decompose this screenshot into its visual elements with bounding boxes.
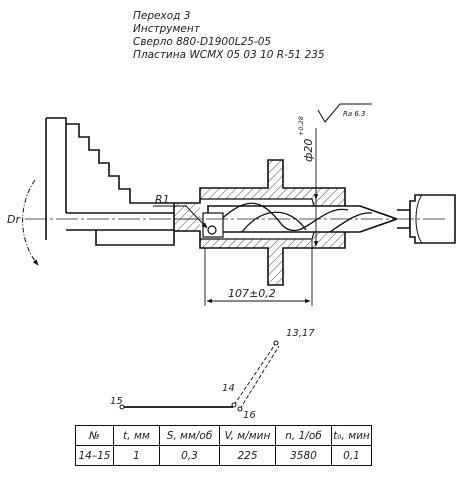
diameter-label: ф20	[302, 139, 315, 162]
path-point-15	[119, 404, 125, 410]
table-cell: 1	[113, 445, 160, 466]
rotation-label: Dr	[7, 213, 21, 226]
tool-title: Инструмент	[133, 23, 200, 35]
path-point-16	[237, 406, 243, 412]
header-cell: t₀, мин	[331, 425, 372, 446]
path-point-14	[231, 402, 237, 408]
table-cell: 0,1	[331, 445, 372, 466]
header-cell: S, мм/об	[159, 425, 220, 446]
point-label-13-17: 13,17	[286, 328, 315, 339]
roughness-label: Ra 6.3	[343, 110, 366, 118]
table-cell: 0,3	[159, 445, 220, 466]
point-label-15: 15	[110, 396, 123, 407]
tool-path-diagram: 13,17 14 15 16	[110, 328, 315, 421]
radius-leader	[153, 205, 208, 229]
table-row: 14–15 1 0,3 225 3580 0,1	[75, 445, 372, 466]
roughness-symbol	[317, 103, 372, 123]
chuck-body	[45, 117, 175, 246]
rotation-arrow	[22, 179, 39, 266]
table-cell: 14–15	[75, 445, 114, 466]
table-cell: 225	[219, 445, 276, 466]
header-cell: t, мм	[113, 425, 160, 446]
diameter-tolerance: +0,28	[297, 116, 305, 136]
insert-spec: Пластина WCMX 05 03 10 R-51 235	[133, 49, 325, 61]
step-title: Переход 3	[133, 10, 191, 22]
radius-label: R1	[155, 193, 170, 206]
drill-spec: Сверло 880-D1900L25-05	[133, 36, 272, 48]
length-label: 107±0,2	[228, 287, 276, 300]
point-label-16: 16	[243, 410, 256, 421]
point-label-14: 14	[222, 383, 235, 394]
cutting-parameters-table: № t, мм S, мм/об V, м/мин n, 1/об t₀, ми…	[75, 425, 372, 466]
header-cell: n, 1/об	[275, 425, 332, 446]
table-cell: 3580	[275, 445, 332, 466]
table-header-row: № t, мм S, мм/об V, м/мин n, 1/об t₀, ми…	[75, 425, 372, 446]
header-cell: V, м/мин	[219, 425, 276, 446]
path-point-13-17	[273, 340, 279, 346]
header-cell: №	[75, 425, 114, 446]
